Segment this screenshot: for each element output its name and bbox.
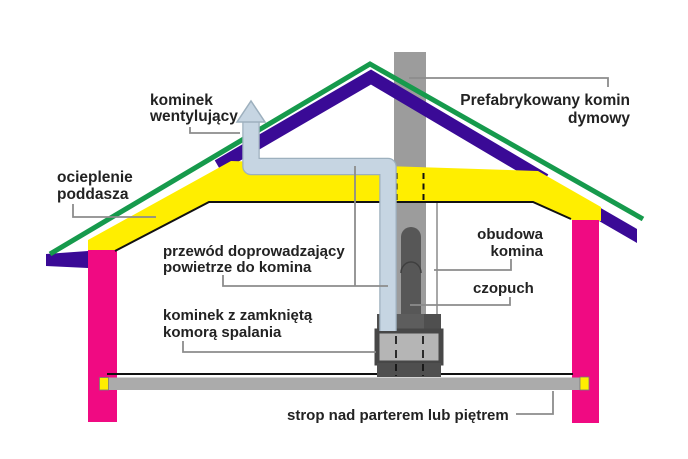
wall-left: [88, 250, 117, 422]
label-prefab-chimney-line2: dymowy: [568, 110, 630, 127]
label-chimney-casing-line1: obudowa: [477, 226, 543, 243]
leader-chimney-casing: [434, 259, 512, 271]
label-flue: czopuch: [473, 280, 534, 297]
leader-vent-chimney: [189, 127, 240, 134]
label-closed-fireplace-line2: komorą spalania: [163, 324, 282, 341]
label-air-duct-line2: powietrze do komina: [163, 259, 312, 276]
leader-attic-insulation: [72, 204, 156, 218]
label-prefab-chimney-line1: Prefabrykowany komin: [460, 92, 630, 109]
leader-ceiling: [516, 391, 554, 415]
roof-layer-purple-eave-left: [46, 251, 88, 268]
flue-pipe-joint: [400, 261, 422, 274]
leader-air-duct: [222, 275, 388, 287]
airflow-up-arrow-icon: [235, 99, 267, 123]
label-attic-insulation-line1: ocieplenie: [57, 169, 133, 186]
label-chimney-casing-line2: komina: [490, 243, 543, 260]
roof-membrane-line: [48, 61, 645, 257]
label-vent-chimney-line1: kominek: [150, 92, 213, 109]
label-attic-insulation-line2: poddasza: [57, 186, 129, 203]
floor-end-cap-left: [99, 377, 109, 391]
fireplace-base-band: [377, 363, 441, 377]
label-ceiling: strop nad parterem lub piętrem: [287, 407, 509, 424]
fireplace-flue-connection: [396, 314, 424, 331]
floor-slab: [107, 377, 589, 390]
label-closed-fireplace-line1: kominek z zamkniętą: [163, 307, 313, 324]
label-air-duct-line1: przewód doprowadzający: [163, 243, 345, 260]
label-vent-chimney-line2: wentylujący: [149, 108, 238, 125]
fireplace-body: [374, 328, 444, 366]
leader-prefab-chimney: [409, 77, 609, 87]
roof-layer-purple-band: [214, 69, 549, 186]
leader-lines: [72, 77, 609, 415]
ceiling-line: [114, 201, 572, 252]
wall-right: [572, 220, 599, 423]
floor-end-cap-right: [579, 376, 590, 391]
roof-layer-purple-eave-right: [599, 207, 637, 243]
leader-closed-fireplace: [182, 341, 376, 353]
insulation-slab: [88, 161, 601, 251]
air-supply-pipe: [243, 121, 396, 331]
leader-flue: [410, 297, 511, 306]
